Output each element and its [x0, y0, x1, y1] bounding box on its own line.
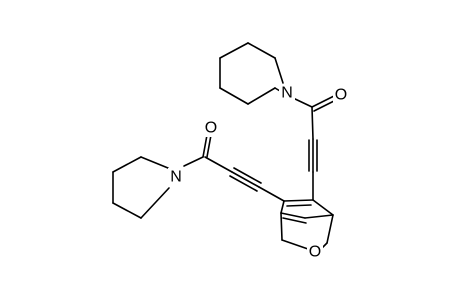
bond	[280, 200, 285, 214]
bond	[282, 217, 307, 224]
piperidine-ring-top	[219, 42, 284, 105]
bond	[280, 212, 306, 219]
bond	[202, 134, 208, 158]
bond	[311, 106, 314, 140]
amide-alkyne-top	[292, 95, 337, 201]
bond	[313, 99, 337, 112]
bond	[304, 214, 334, 219]
bond	[183, 156, 204, 167]
oxabicycle-core	[280, 199, 334, 250]
bond	[219, 42, 249, 59]
bond	[326, 214, 334, 244]
bond	[283, 199, 314, 202]
bond	[286, 204, 312, 207]
bond	[231, 171, 260, 188]
bond	[292, 97, 313, 108]
bond	[219, 87, 249, 105]
bond	[204, 156, 233, 173]
bond	[233, 167, 262, 184]
bond	[274, 57, 284, 84]
bond	[247, 42, 276, 59]
atom-labels: N O N O O	[168, 84, 349, 261]
bond	[229, 175, 258, 192]
bond	[311, 95, 335, 108]
amide-alkyne-left	[183, 134, 285, 202]
atom-o-bridge: O	[309, 244, 321, 261]
atom-o-left: O	[205, 120, 217, 137]
atom-o-top: O	[335, 87, 347, 104]
atom-n-top: N	[281, 85, 293, 102]
piperidine-ring-left	[112, 156, 170, 219]
bond	[281, 239, 309, 250]
bond	[112, 156, 142, 173]
bond	[140, 156, 169, 169]
bond	[206, 134, 212, 158]
bond	[247, 87, 276, 105]
bond	[140, 187, 170, 219]
bond	[312, 199, 334, 216]
atom-n-left: N	[170, 169, 182, 186]
bond	[258, 186, 285, 202]
bond	[280, 212, 283, 241]
bond	[112, 202, 142, 219]
